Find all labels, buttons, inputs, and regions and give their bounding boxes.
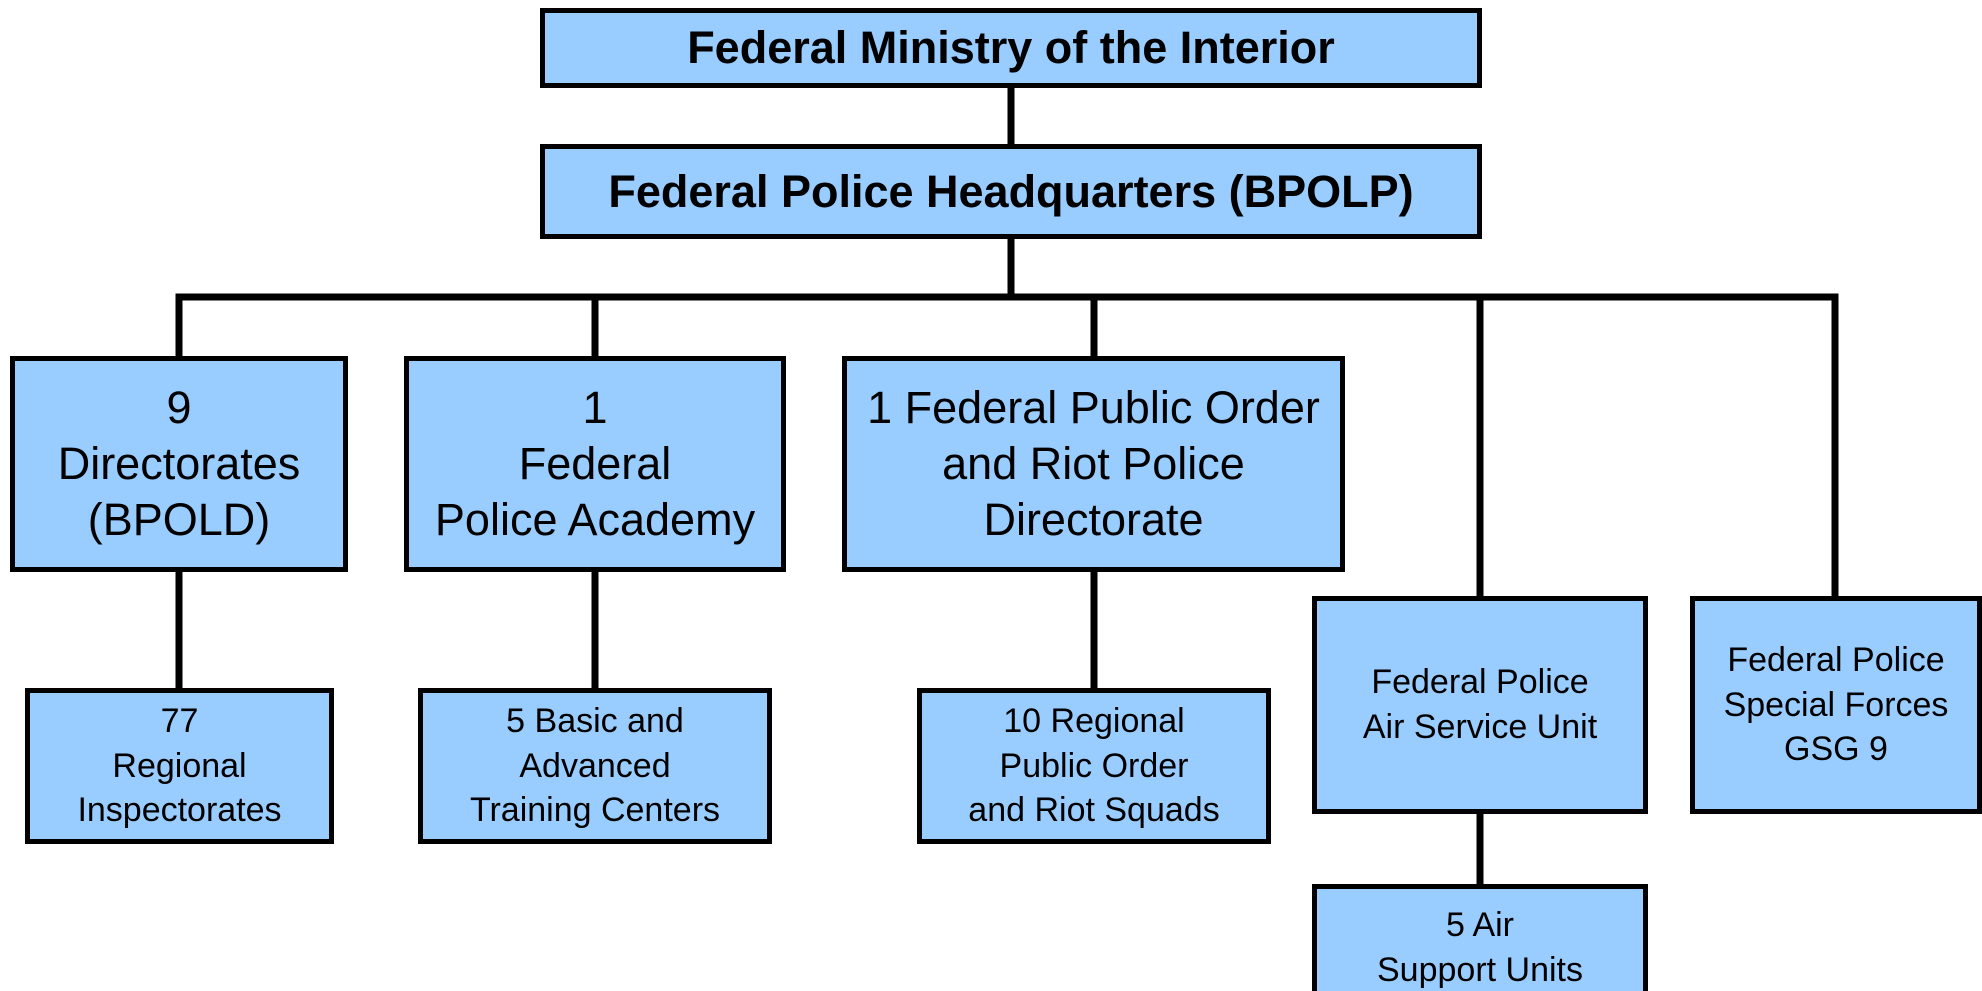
node-headquarters: Federal Police Headquarters (BPOLP)	[540, 144, 1482, 239]
node-ministry: Federal Ministry of the Interior	[540, 8, 1482, 88]
node-air-service: Federal Police Air Service Unit	[1312, 596, 1648, 814]
node-special-forces: Federal Police Special Forces GSG 9	[1690, 596, 1982, 814]
node-air-support-label: 5 Air Support Units	[1377, 906, 1583, 989]
node-air-support: 5 Air Support Units	[1312, 884, 1648, 991]
node-headquarters-label: Federal Police Headquarters (BPOLP)	[608, 165, 1414, 217]
node-riot-squads: 10 Regional Public Order and Riot Squads	[917, 688, 1271, 844]
node-academy: 1 Federal Police Academy	[404, 356, 786, 572]
node-ministry-label: Federal Ministry of the Interior	[687, 22, 1335, 73]
node-riot-directorate-label: 1 Federal Public Order and Riot Police D…	[867, 381, 1320, 546]
node-inspectorates: 77 Regional Inspectorates	[25, 688, 334, 844]
node-riot-directorate: 1 Federal Public Order and Riot Police D…	[842, 356, 1345, 572]
node-training-centers-label: 5 Basic and Advanced Training Centers	[469, 701, 721, 830]
node-training-centers: 5 Basic and Advanced Training Centers	[418, 688, 772, 844]
node-inspectorates-label: 77 Regional Inspectorates	[77, 701, 282, 830]
node-special-forces-label: Federal Police Special Forces GSG 9	[1723, 640, 1949, 769]
node-air-service-label: Federal Police Air Service Unit	[1362, 663, 1598, 746]
node-academy-label: 1 Federal Police Academy	[434, 381, 756, 546]
node-directorates-label: 9 Directorates (BPOLD)	[57, 381, 301, 546]
node-riot-squads-label: 10 Regional Public Order and Riot Squads	[968, 701, 1220, 830]
node-directorates: 9 Directorates (BPOLD)	[10, 356, 348, 572]
